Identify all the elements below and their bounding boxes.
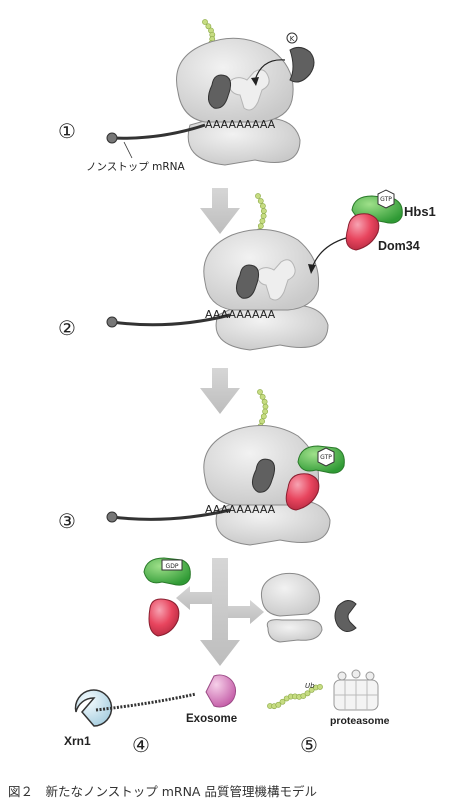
exosome-label: Exosome xyxy=(186,713,237,725)
trna xyxy=(227,69,270,111)
released-factors: GDP xyxy=(143,557,191,637)
proteasome-label: proteasome xyxy=(330,715,390,727)
dom34-label: Dom34 xyxy=(378,239,420,253)
xrn1-enzyme xyxy=(74,689,113,727)
peptide-bead xyxy=(262,403,269,410)
peptide-bead xyxy=(255,193,261,199)
ribosome-small-subunit xyxy=(215,304,329,351)
peptide-bead xyxy=(260,213,267,219)
step-5-marker: ⑤ xyxy=(300,733,318,757)
step-2-marker: ② xyxy=(58,316,76,340)
mrna-cap xyxy=(106,316,118,328)
peptide-bead xyxy=(259,418,265,425)
peptide-bead xyxy=(300,693,307,699)
figure-caption: 図２ 新たなノンストップ mRNA 品質管理機構モデル xyxy=(8,784,317,799)
binding-arrow xyxy=(254,59,286,81)
mrna-cap xyxy=(106,132,118,144)
peptide-bead xyxy=(260,208,267,214)
peptide-bead xyxy=(260,413,267,420)
poly-a-tail: AAAAAAAAA xyxy=(205,118,276,131)
step-3-marker: ③ xyxy=(58,509,76,533)
mrna-strand xyxy=(111,123,206,140)
peptide-bead xyxy=(205,23,212,30)
peptide-bead xyxy=(262,408,269,415)
binding-arrow-head xyxy=(251,77,259,86)
ribosome-small-subunit xyxy=(266,619,323,643)
peptide-bead xyxy=(259,203,266,209)
peptide-bead xyxy=(257,198,264,204)
ribosome-bound-dark-protein xyxy=(208,74,232,109)
released-dark-protein xyxy=(334,600,357,632)
incoming-dark-protein xyxy=(289,46,315,83)
gdp-box-icon xyxy=(161,559,183,571)
nascent-peptide xyxy=(267,684,323,710)
panel-5-protein-decay: Ub proteasome ⑤ xyxy=(267,669,390,757)
peptide-bead xyxy=(257,389,263,395)
gtp-hexagon-icon xyxy=(317,447,335,467)
ribosome-bound-dark-protein xyxy=(236,264,260,299)
k-marker-icon xyxy=(286,32,298,44)
dom34-protein xyxy=(345,213,380,251)
peptide-bead xyxy=(259,218,266,224)
peptide-bead xyxy=(202,19,208,25)
binding-arrow xyxy=(311,237,347,269)
mrna-cap xyxy=(106,511,118,523)
panel-3: GTP AAAAAAAAA ③ xyxy=(58,389,345,546)
degrading-mrna xyxy=(95,692,197,712)
gtp-label: GTP xyxy=(380,196,392,203)
peptide-bead xyxy=(304,690,311,697)
panel-4-mrna-decay: Xrn1 Exosome ④ xyxy=(64,674,237,757)
proteasome-icon xyxy=(333,669,379,711)
down-arrow-1 xyxy=(200,188,240,234)
mrna-strand xyxy=(111,508,231,521)
gtp-label: GTP xyxy=(320,454,332,461)
k-marker-label: K xyxy=(290,35,295,43)
dom34-protein xyxy=(148,598,180,637)
poly-a-tail: AAAAAAAAA xyxy=(205,503,276,516)
ribosome-small-subunit xyxy=(215,499,331,546)
peptide-bead xyxy=(257,223,264,229)
ribosome-large-subunit xyxy=(260,572,321,617)
peptide-bead xyxy=(317,684,323,690)
peptide-bead xyxy=(261,398,268,405)
poly-a-tail: AAAAAAAAA xyxy=(205,308,276,321)
ubiquitin-label: Ub xyxy=(305,682,315,690)
gdp-label: GDP xyxy=(166,563,179,570)
panel-1: K AAAAAAAAA ノンストップ mRNA ① xyxy=(58,19,315,173)
ribosome-bound-dark-protein xyxy=(252,458,276,493)
mrna-strand xyxy=(111,313,231,327)
step-4-marker: ④ xyxy=(132,733,150,757)
dissociation-arrows xyxy=(176,558,264,666)
peptide-bead xyxy=(275,701,282,708)
exosome-enzyme xyxy=(205,674,236,708)
peptide-bead xyxy=(279,698,286,705)
xrn1-label: Xrn1 xyxy=(64,734,91,748)
ribosome-small-subunit xyxy=(187,117,301,166)
mrna-label-pointer xyxy=(123,141,133,159)
down-arrow-2 xyxy=(200,368,240,414)
dom34-protein xyxy=(285,473,320,511)
panel-2: GTP Hbs1 Dom34 AAAAAAAAA ② xyxy=(58,189,436,351)
peptide-bead xyxy=(259,393,266,400)
hbs1-label: Hbs1 xyxy=(404,204,436,219)
nonstop-mrna-label: ノンストップ mRNA xyxy=(86,161,186,173)
binding-arrow-head xyxy=(308,264,316,274)
gtp-hexagon-icon xyxy=(377,189,395,209)
step-1-marker: ① xyxy=(58,119,76,143)
released-ribosome-subunits xyxy=(260,572,357,643)
trna xyxy=(255,259,296,301)
